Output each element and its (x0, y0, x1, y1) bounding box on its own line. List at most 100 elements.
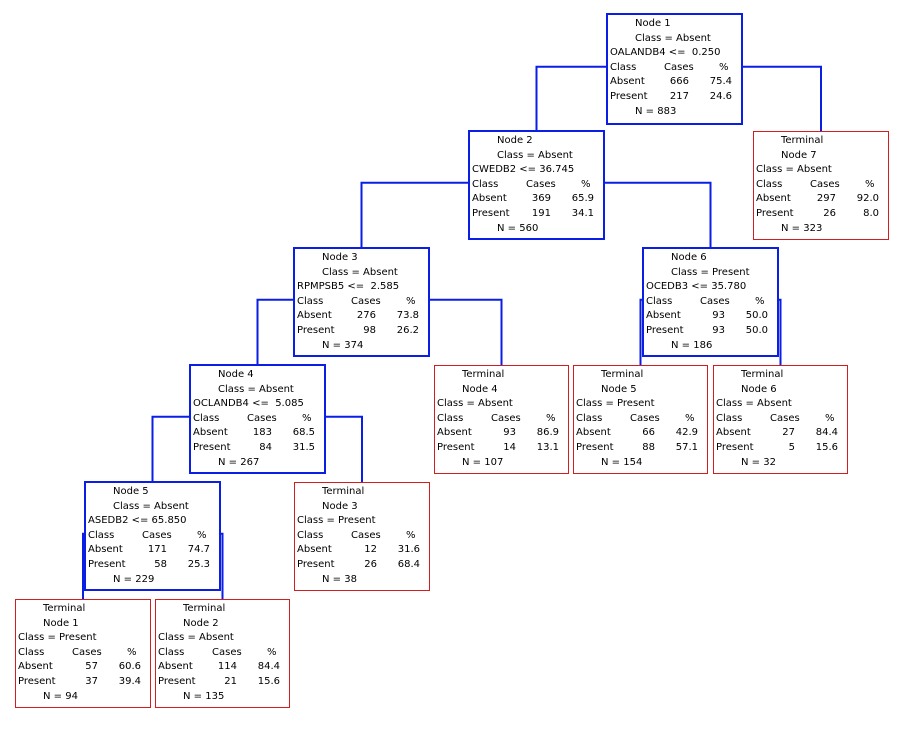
row-class-label: Absent (472, 193, 507, 205)
node-count: N = 186 (671, 339, 713, 351)
row-class-label: Present (646, 325, 684, 336)
node-class-line: Class = Absent (322, 266, 398, 278)
node-split-rule: Class = Absent (756, 164, 832, 176)
node-title: Node 3 (322, 252, 358, 263)
node-class-line: Node 1 (43, 617, 79, 629)
node-split-rule: Class = Present (576, 398, 655, 410)
row-cases-value: 88 (642, 442, 655, 453)
node-class-line: Node 4 (462, 383, 498, 395)
tree-edge-n5-t1 (82, 532, 84, 599)
row-class-label: Present (716, 442, 754, 453)
table-header-cases: Cases (212, 646, 242, 658)
row-pct-value: 26.2 (396, 325, 419, 336)
table-header-pct: % (755, 295, 765, 307)
node-title: Terminal (601, 369, 644, 380)
row-class-label: Present (18, 676, 56, 687)
row-cases-value: 93 (712, 310, 725, 322)
table-header-pct: % (267, 646, 277, 658)
row-cases-value: 276 (356, 310, 376, 322)
row-class-label: Absent (610, 76, 645, 88)
tree-edge-n3-n4 (256, 298, 293, 364)
node-count: N = 135 (183, 690, 225, 702)
table-header-class: Class (716, 412, 743, 424)
table-header-cases: Cases (526, 178, 556, 190)
row-class-label: Present (193, 442, 231, 453)
row-class-label: Present (88, 559, 126, 570)
row-class-label: Absent (297, 310, 332, 322)
node-class-line: Class = Absent (218, 383, 294, 395)
row-class-label: Present (576, 442, 614, 453)
row-pct-value: 74.7 (187, 544, 210, 556)
node-class-line: Class = Absent (497, 149, 573, 161)
row-pct-value: 68.5 (292, 427, 315, 439)
table-header-pct: % (127, 646, 137, 658)
tree-edge-n1-t7 (743, 65, 822, 131)
node-split-rule: OALANDB4 <= 0.250 (610, 47, 721, 59)
row-pct-value: 92.0 (856, 193, 879, 205)
row-cases-value: 12 (364, 544, 377, 556)
table-header-cases: Cases (72, 646, 102, 658)
row-pct-value: 73.8 (396, 310, 419, 322)
row-cases-value: 217 (669, 91, 689, 102)
node-class-line: Class = Absent (635, 32, 711, 44)
node-split-rule: Class = Absent (158, 632, 234, 644)
row-cases-value: 369 (531, 193, 551, 205)
node-class-line: Class = Present (671, 266, 750, 278)
table-header-cases: Cases (664, 61, 694, 73)
row-cases-value: 58 (154, 559, 167, 570)
table-header-class: Class (158, 646, 185, 658)
row-pct-value: 68.4 (397, 559, 420, 570)
row-class-label: Present (437, 442, 475, 453)
node-count: N = 323 (781, 222, 823, 234)
row-pct-value: 31.6 (397, 544, 420, 556)
table-header-pct: % (685, 412, 695, 424)
node-count: N = 229 (113, 573, 155, 585)
node-class-line: Node 5 (601, 383, 637, 395)
row-cases-value: 27 (782, 427, 795, 439)
row-pct-value: 24.6 (709, 91, 732, 102)
node-title: Terminal (322, 486, 365, 497)
table-header-class: Class (437, 412, 464, 424)
tree-edge-n6-t6 (779, 298, 782, 365)
row-pct-value: 8.0 (863, 208, 879, 219)
table-header-pct: % (581, 178, 591, 190)
row-class-label: Present (472, 208, 510, 219)
row-cases-value: 171 (147, 544, 167, 556)
node-title: Terminal (183, 603, 226, 614)
node-count: N = 374 (322, 339, 364, 351)
table-header-cases: Cases (142, 529, 172, 541)
row-pct-value: 15.6 (815, 442, 838, 453)
row-class-label: Present (756, 208, 794, 219)
node-count: N = 38 (322, 573, 357, 585)
node-class-line: Node 3 (322, 500, 358, 512)
table-header-cases: Cases (491, 412, 521, 424)
node-split-rule: Class = Absent (716, 398, 792, 410)
row-cases-value: 183 (252, 427, 272, 439)
row-class-label: Absent (716, 427, 751, 439)
row-pct-value: 50.0 (745, 310, 768, 322)
tree-edge-n4-n5 (151, 415, 189, 481)
row-cases-value: 114 (217, 661, 237, 673)
node-title: Node 1 (635, 18, 671, 29)
row-pct-value: 31.5 (292, 442, 315, 453)
node-title: Terminal (43, 603, 86, 614)
table-header-class: Class (610, 61, 637, 73)
row-cases-value: 66 (642, 427, 655, 439)
row-class-label: Absent (297, 544, 332, 556)
row-pct-value: 50.0 (745, 325, 768, 336)
row-pct-value: 57.1 (675, 442, 698, 453)
row-pct-value: 39.4 (118, 676, 141, 687)
table-header-cases: Cases (351, 295, 381, 307)
table-header-pct: % (406, 529, 416, 541)
row-pct-value: 84.4 (815, 427, 838, 439)
row-cases-value: 98 (363, 325, 376, 336)
row-pct-value: 15.6 (257, 676, 280, 687)
